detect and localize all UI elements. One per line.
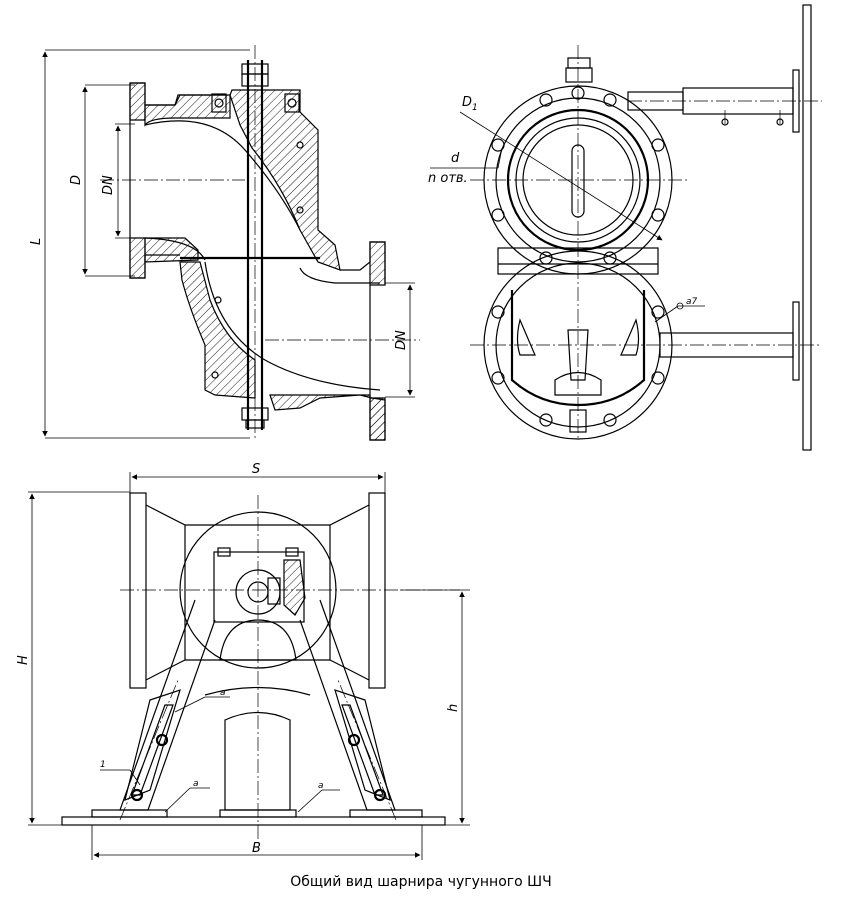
dim-label-DN-upper: DN: [101, 175, 116, 195]
dim-label-H: H: [16, 655, 31, 665]
dim-label-h: h: [446, 704, 461, 712]
weld-label-side: а7: [686, 297, 698, 307]
technical-drawing: L D DN: [16, 4, 822, 860]
weld-label-1: а: [220, 688, 226, 698]
section-view: L D DN: [29, 45, 420, 441]
dim-label-D1: D1: [462, 95, 478, 113]
tick-label-1: 1: [100, 760, 106, 770]
dim-label-L: L: [29, 238, 44, 245]
weld-label-3: а: [318, 781, 324, 791]
dim-label-d: d: [451, 151, 460, 166]
weld-label-2: а: [193, 779, 199, 789]
side-view: D1 d n отв. а7: [428, 4, 822, 451]
dim-label-D: D: [69, 175, 84, 185]
dim-label-n-holes: n отв.: [428, 171, 468, 186]
dim-label-S: S: [252, 462, 260, 477]
drawing-caption: Общий вид шарнира чугунного ШЧ: [290, 874, 552, 890]
dim-label-B: B: [252, 841, 261, 856]
front-view: S H h B: [16, 462, 470, 860]
